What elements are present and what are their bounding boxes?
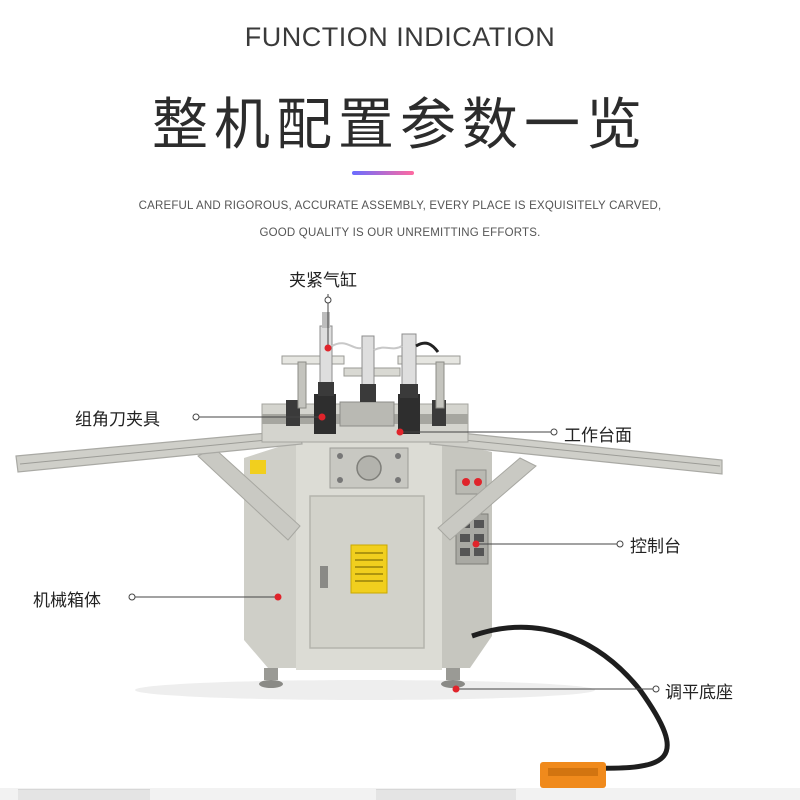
right-leveling-foot [446, 668, 460, 680]
marker-clamp-cylinder [324, 344, 332, 352]
left-clamp-cylinder [319, 325, 333, 385]
left-knife-fixture [314, 394, 336, 434]
callout-work-table: 工作台面 [564, 426, 632, 446]
callout-control-panel: 控制台 [630, 537, 681, 557]
marker-cabinet [274, 593, 282, 601]
adjust-dial [356, 455, 382, 481]
power-cable [471, 624, 670, 771]
marker-work-table [396, 428, 404, 436]
right-gantry-bar [397, 355, 461, 365]
callout-machine-cabinet: 机械箱体 [33, 591, 101, 611]
center-block [339, 401, 395, 427]
marker-knife-fixture [318, 413, 326, 421]
callout-clamp-cylinder: 夹紧气缸 [289, 271, 357, 291]
bottom-table-cell [18, 789, 150, 800]
right-clamp-cylinder [401, 333, 417, 387]
right-strut [437, 457, 537, 541]
callout-leveling-base: 调平底座 [665, 683, 733, 703]
warning-sticker [250, 460, 266, 474]
section-title-en: FUNCTION INDICATION [244, 22, 556, 52]
marker-control-panel [472, 540, 480, 548]
bottom-table-cell [376, 789, 516, 800]
section-title-cn: 整机配置参数一览 [152, 93, 648, 158]
floor-shadow [135, 680, 595, 700]
center-clamp-cylinder [361, 335, 375, 387]
description-line-2: GOOD QUALITY IS OUR UNREMITTING EFFORTS. [259, 227, 541, 239]
callout-corner-knife-fixture: 组角刀夹具 [75, 410, 160, 430]
cabinet-left-side [244, 440, 300, 668]
left-leveling-foot [264, 668, 278, 680]
left-gantry-bar [281, 355, 345, 365]
warning-label [350, 544, 388, 594]
marker-leveling-base [452, 685, 460, 693]
door-handle [320, 566, 328, 588]
title-accent-bar [352, 171, 414, 175]
right-knife-fixture [398, 394, 420, 434]
description-line-1: CAREFUL AND RIGOROUS, ACCURATE ASSEMBLY,… [138, 200, 662, 212]
